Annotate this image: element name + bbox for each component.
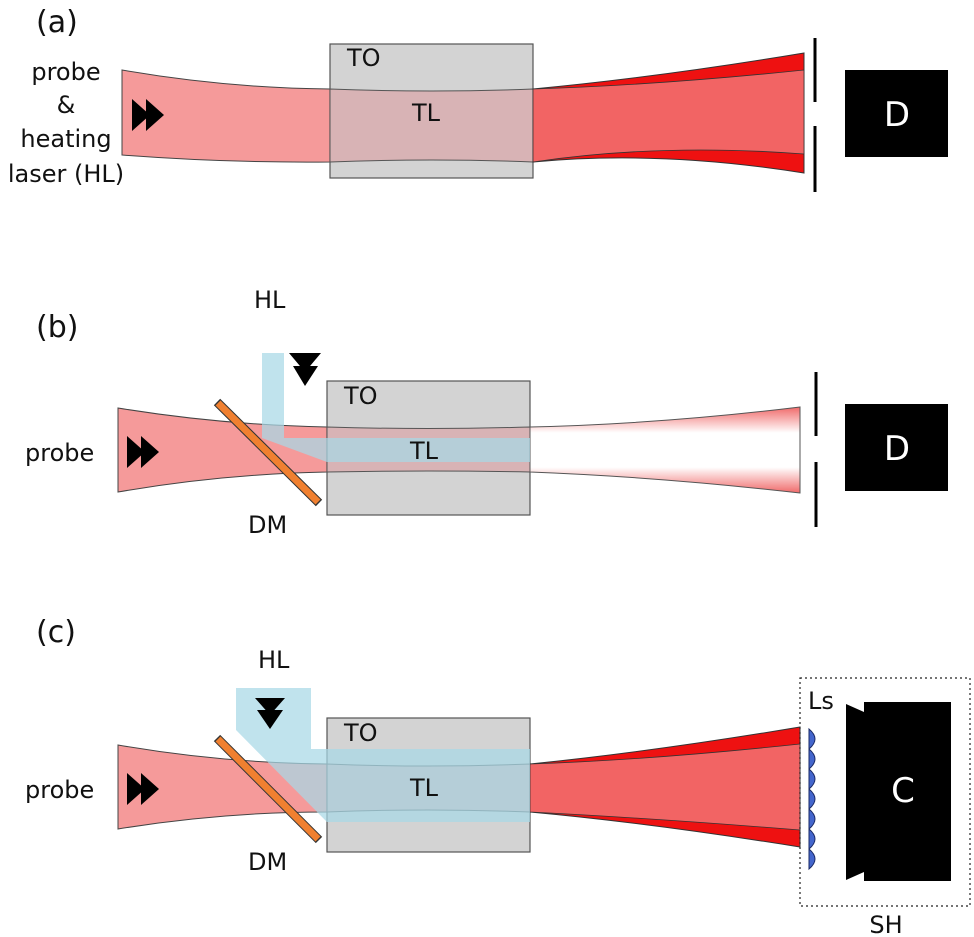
panel-c: (c) HL probe bbox=[25, 615, 971, 937]
down-arrow-icon bbox=[255, 698, 285, 715]
camera-front bbox=[846, 704, 864, 880]
lenslet-array bbox=[808, 727, 816, 871]
double-arrow-icon bbox=[132, 99, 150, 131]
mirror-label: DM bbox=[248, 511, 287, 539]
input-label: probe bbox=[25, 776, 94, 804]
down-arrow-icon bbox=[289, 353, 321, 372]
dichroic-mirror-fill bbox=[215, 736, 321, 842]
cell-top-label: TO bbox=[343, 719, 378, 747]
input-label-line-4: laser (HL) bbox=[8, 160, 124, 188]
probe-beam-output bbox=[529, 743, 801, 831]
dichroic-mirror-fill bbox=[215, 400, 321, 505]
probe-beam-output bbox=[532, 69, 805, 163]
cell-top-label: TO bbox=[343, 382, 378, 410]
double-arrow-icon-2 bbox=[141, 436, 159, 468]
detector-box bbox=[845, 404, 948, 491]
heating-label: HL bbox=[258, 646, 290, 674]
detector-label: D bbox=[884, 429, 910, 469]
lens-label: Ls bbox=[808, 687, 834, 715]
probe-beam-output bbox=[529, 406, 801, 494]
heating-beam bbox=[236, 688, 530, 822]
cell-center-label: TL bbox=[409, 774, 439, 802]
panel-b-tag: (b) bbox=[36, 310, 78, 345]
heating-label: HL bbox=[254, 286, 286, 314]
mirror-label: DM bbox=[248, 848, 287, 876]
sensor-boundary bbox=[799, 677, 971, 907]
down-arrow-icon-2 bbox=[257, 710, 283, 729]
cell-center-label: TL bbox=[411, 99, 441, 127]
input-label-line-3: heating bbox=[20, 125, 111, 153]
input-label-line-2: & bbox=[57, 91, 76, 119]
detector-label: D bbox=[884, 95, 910, 135]
panel-b: (b) HL probe D TO TL DM bbox=[25, 286, 948, 539]
double-arrow-icon-2 bbox=[141, 773, 159, 805]
camera-body bbox=[864, 702, 951, 881]
input-label: probe bbox=[25, 439, 94, 467]
detector-box bbox=[845, 70, 948, 157]
cell-top-label: TO bbox=[346, 44, 381, 72]
camera-label: C bbox=[891, 771, 915, 811]
down-arrow-icon-2 bbox=[293, 366, 318, 386]
cell-center-label: TL bbox=[409, 437, 439, 465]
double-arrow-icon-2 bbox=[146, 99, 164, 131]
sensor-label: SH bbox=[869, 911, 902, 937]
double-arrow-icon bbox=[127, 436, 145, 468]
panel-a: (a) probe & heating laser (HL) D TO TL bbox=[8, 5, 948, 192]
input-label-line-1: probe bbox=[31, 58, 100, 86]
heating-beam bbox=[262, 353, 530, 462]
panel-a-tag: (a) bbox=[36, 5, 78, 40]
double-arrow-icon bbox=[127, 773, 145, 805]
panel-c-tag: (c) bbox=[36, 615, 76, 650]
